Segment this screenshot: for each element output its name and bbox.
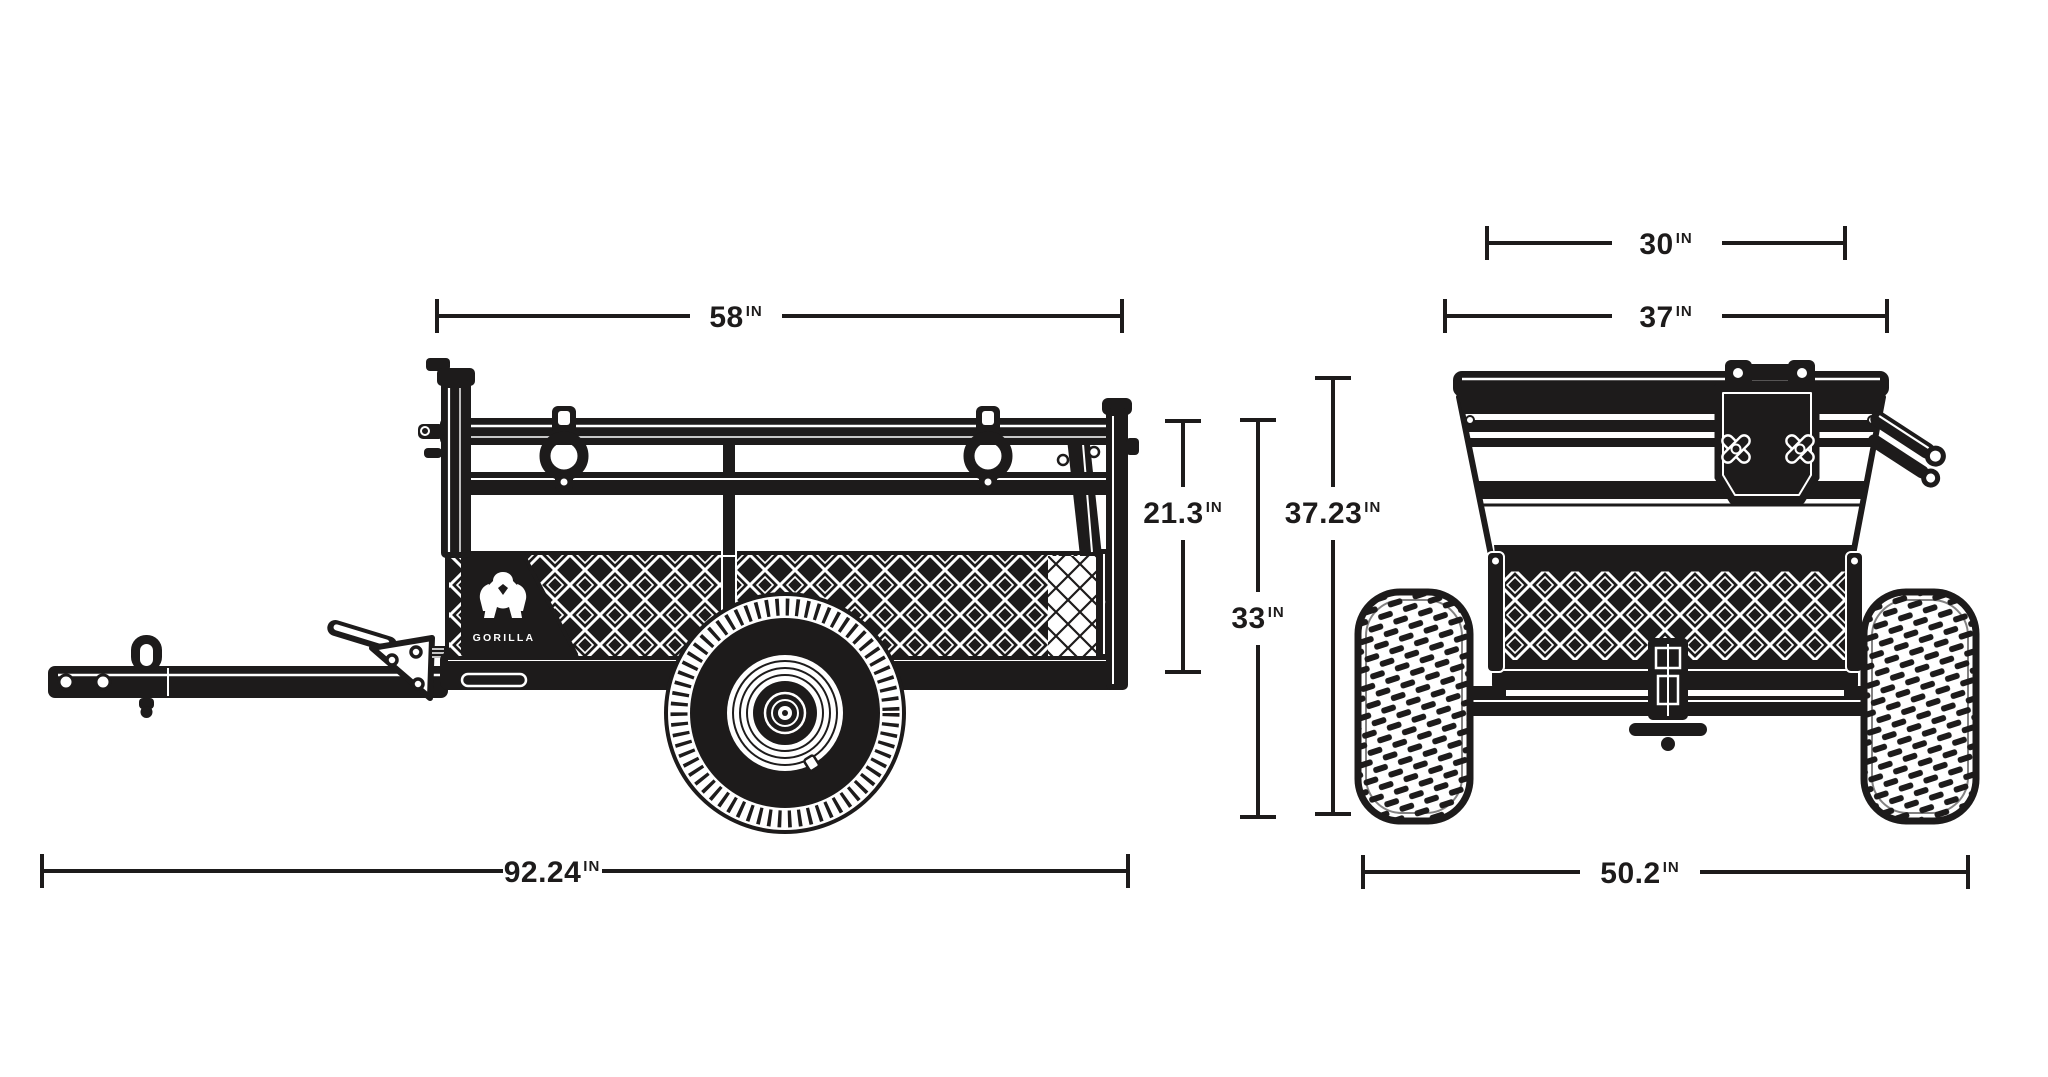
rivet: [57, 673, 75, 691]
dim-overall-height: [1315, 376, 1351, 816]
brand-logo-text: GORILLA: [473, 632, 536, 644]
tongue-drawbar: [48, 619, 448, 718]
coupler-latch: [327, 619, 446, 701]
dim-bed-height: [1165, 419, 1201, 674]
rivet: [94, 673, 112, 691]
hitch-shackle: [131, 635, 162, 718]
front-flare-body: [1456, 394, 1886, 563]
storage-box: [1714, 360, 1820, 504]
center-jack: [1627, 638, 1709, 751]
dim-side-top-width: [435, 299, 1124, 333]
side-wheel: [664, 592, 906, 834]
front-post: [418, 358, 475, 558]
front-view: [1354, 360, 1980, 825]
gorilla-icon: [479, 572, 527, 618]
side-handle: [1867, 411, 1946, 488]
dim-overall-width: [1361, 855, 1970, 889]
dim-front-top-width: [1443, 299, 1889, 333]
rear-post: [1102, 398, 1139, 690]
front-top-rail: [1453, 371, 1889, 397]
dim-overall-length: [40, 854, 1130, 888]
brand-panel: GORILLA: [461, 554, 578, 656]
side-view: GORILLA: [48, 358, 1139, 834]
tire-right: [1860, 588, 1980, 825]
dim-deck-height: [1240, 418, 1276, 819]
tire-left: [1354, 588, 1474, 825]
dim-front-inner-width: [1485, 226, 1847, 260]
